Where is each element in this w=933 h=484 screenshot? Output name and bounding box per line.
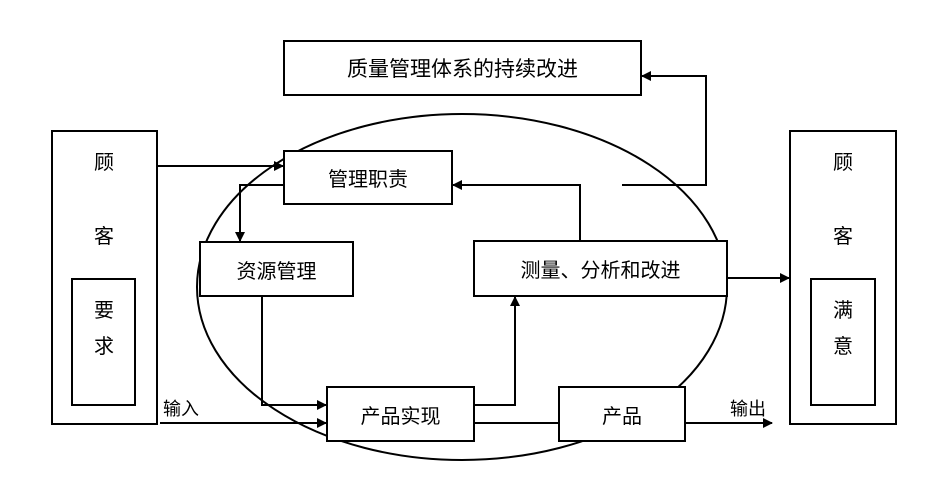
- resource-management-box: 资源管理: [199, 241, 354, 297]
- input-label: 输入: [163, 399, 199, 420]
- right-satisfaction-char-1: 满: [833, 298, 853, 322]
- left-customer-char-1: 顾: [94, 150, 114, 174]
- arrow-to-continuous-improvement: [622, 71, 707, 186]
- arrow-realization-to-measurement: [475, 296, 520, 406]
- arrow-management-to-resource: [235, 184, 283, 242]
- output-label: 输出: [730, 399, 766, 420]
- right-satisfaction-char-2: 意: [833, 334, 853, 358]
- continuous-improvement-box: 质量管理体系的持续改进: [283, 40, 642, 96]
- product-box: 产品: [558, 386, 686, 442]
- arrow-measurement-to-management: [452, 180, 581, 240]
- management-responsibility-box: 管理职责: [283, 150, 453, 205]
- product-realization-box: 产品实现: [326, 386, 475, 442]
- left-requirement-char-1: 要: [94, 298, 114, 322]
- left-customer-char-2: 客: [94, 224, 114, 248]
- measurement-analysis-improvement-box: 测量、分析和改进: [473, 240, 728, 297]
- left-requirement-char-2: 求: [94, 334, 114, 358]
- arrow-resource-to-realization: [261, 296, 327, 410]
- right-customer-char-1: 顾: [833, 150, 853, 174]
- right-customer-char-2: 客: [833, 224, 853, 248]
- right-satisfaction-box: [810, 278, 876, 406]
- left-requirement-box: [71, 278, 136, 406]
